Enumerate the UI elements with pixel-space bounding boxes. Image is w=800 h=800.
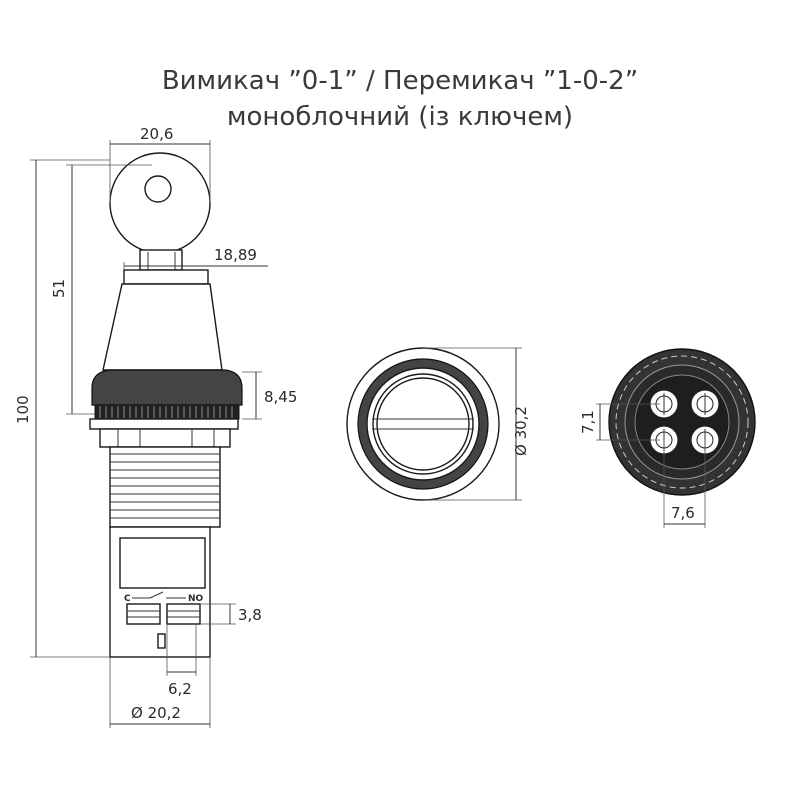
key-head [109,152,211,254]
dim-pitch-vertical: 7,1 [579,410,597,434]
dim-terminal-height: 3,8 [238,606,262,624]
rear-view: 7,1 7,6 [579,348,756,528]
dim-terminal-spacing: 6,2 [168,680,192,698]
terminal-left [126,603,161,625]
dim-key-height: 51 [50,279,68,298]
dim-total-height: 100 [14,395,32,424]
dim-bezel-height: 8,45 [264,388,297,406]
mount-flange [89,418,239,430]
front-view: Ø 30,2 [346,347,530,501]
label-window [119,537,206,589]
contact-label-c: C [124,594,131,604]
side-view: C NO [89,152,243,658]
rear-contact-2 [690,389,720,419]
dim-pitch-horizontal: 7,6 [671,504,695,522]
dim-body-diameter: Ø 20,2 [131,704,181,722]
dim-key-width: 20,6 [140,125,173,143]
title-line-2: моноблочний (із ключем) [226,102,574,132]
latch [157,633,166,649]
key-hole [144,175,172,203]
contact-label-no: NO [188,594,204,604]
key-shaft [123,269,209,285]
actuator-cap [102,283,223,371]
dim-shaft-width: 18,89 [214,246,257,264]
threaded-body [109,446,221,528]
bezel [91,369,243,406]
terminal-right [166,603,201,625]
title-line-1: Вимикач ”0-1” / Перемикач ”1-0-2” [161,66,639,96]
dim-front-diameter: Ø 30,2 [512,406,530,456]
side-dimensions: 20,6 18,89 51 100 8,45 3,8 6,2 [14,125,297,728]
knurled-ring [94,404,240,420]
key-neck [139,249,183,271]
